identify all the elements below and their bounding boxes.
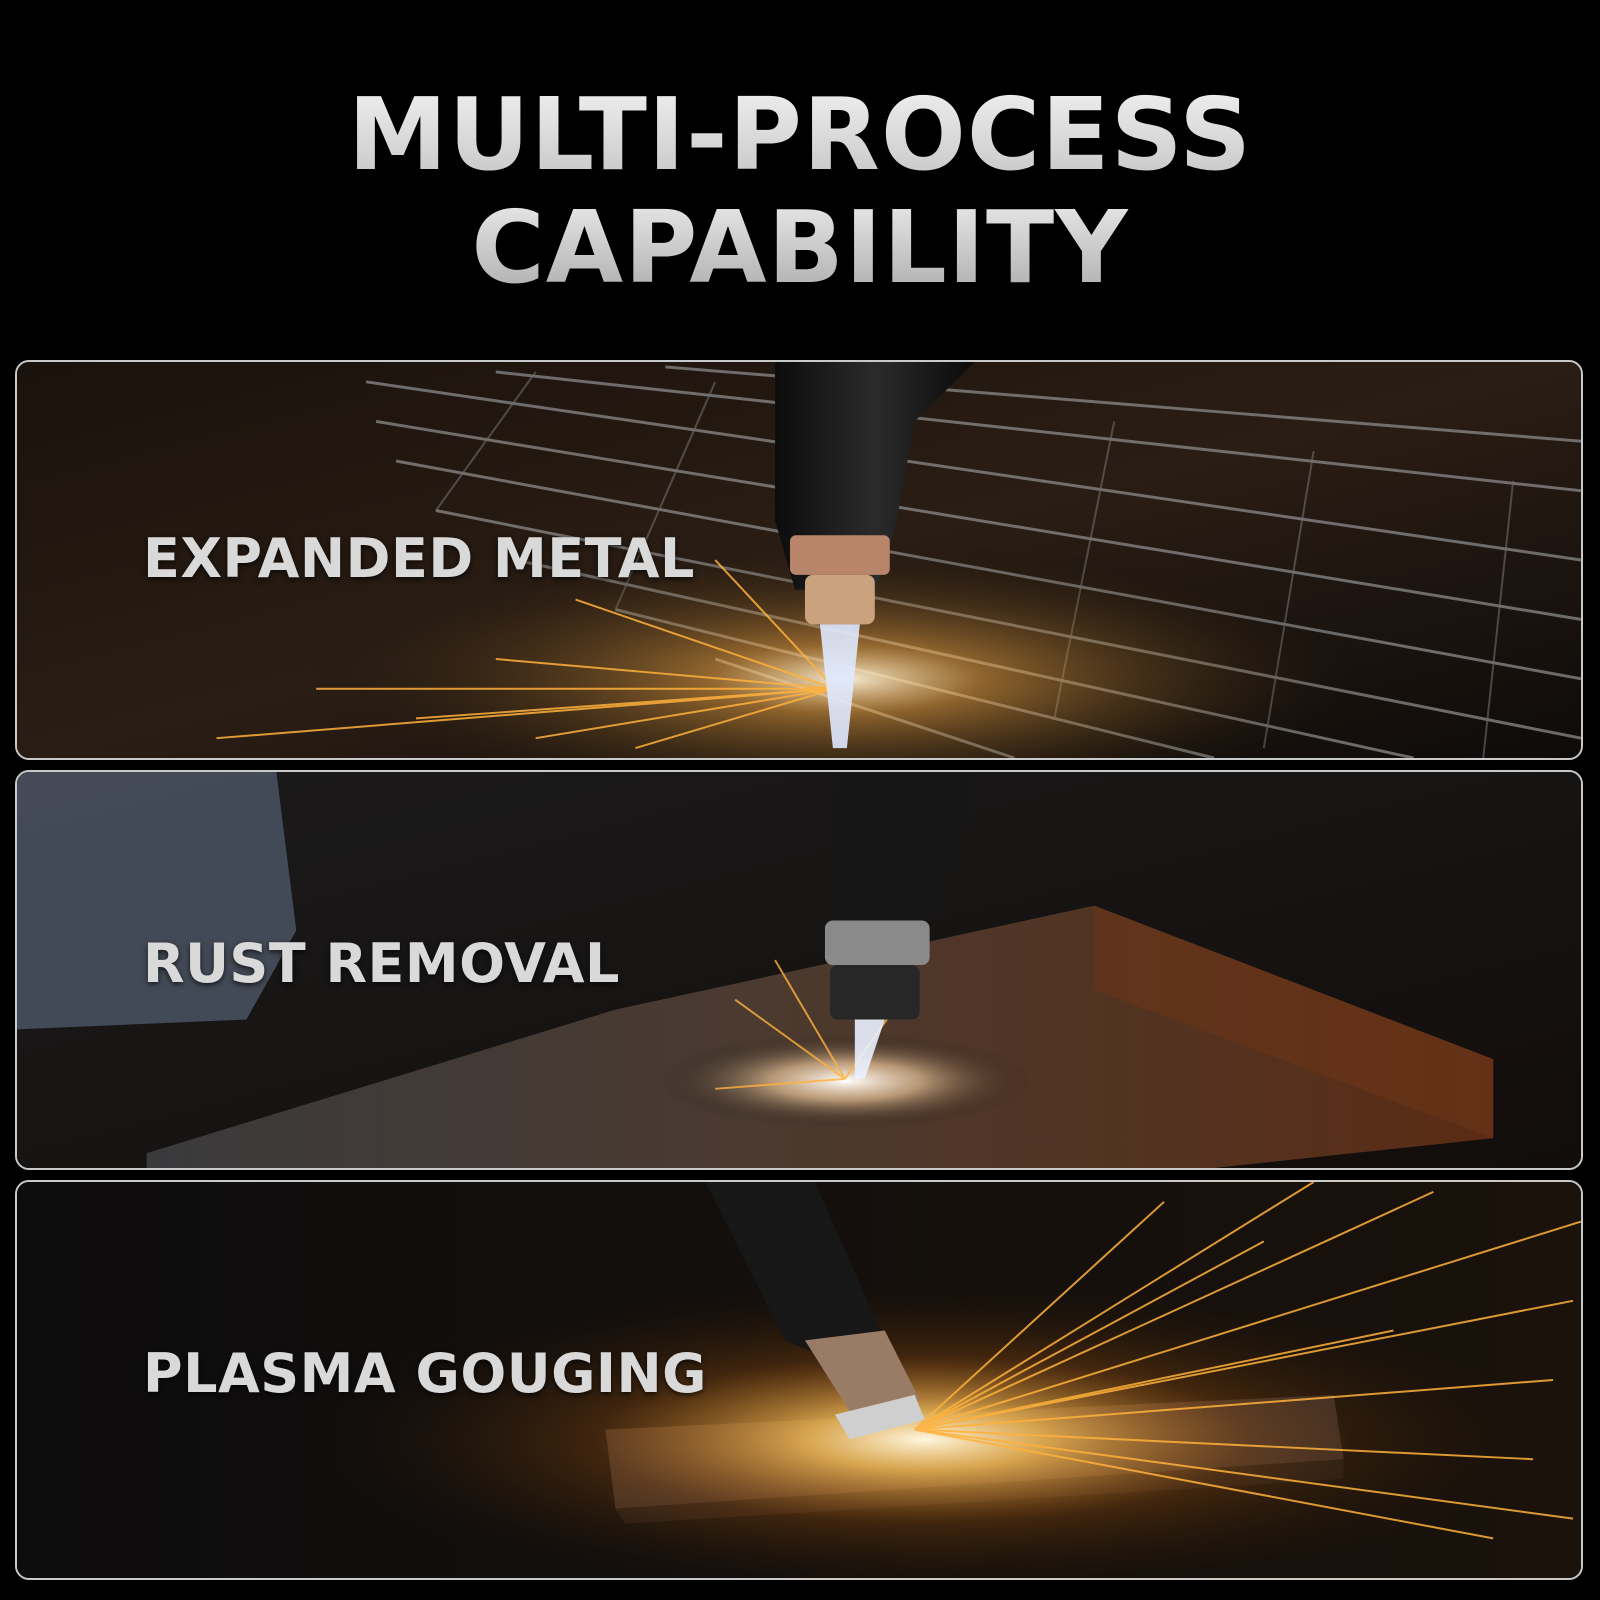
panel-label-plasma-gouging: PLASMA GOUGING <box>143 1342 708 1405</box>
rust-removal-scene <box>17 772 1581 1168</box>
panel-expanded-metal: EXPANDED METAL <box>15 360 1583 760</box>
panel-rust-removal: RUST REMOVAL <box>15 770 1583 1170</box>
headline-line-2: CAPABILITY <box>471 189 1129 306</box>
headline-line-1: MULTI-PROCESS <box>347 76 1253 193</box>
headline: MULTI-PROCESS CAPABILITY <box>0 78 1600 304</box>
panel-plasma-gouging: PLASMA GOUGING <box>15 1180 1583 1580</box>
panel-label-expanded-metal: EXPANDED METAL <box>143 527 695 590</box>
panel-label-rust-removal: RUST REMOVAL <box>143 932 620 995</box>
plasma-gouging-scene <box>17 1182 1581 1578</box>
expanded-metal-scene <box>17 362 1581 758</box>
